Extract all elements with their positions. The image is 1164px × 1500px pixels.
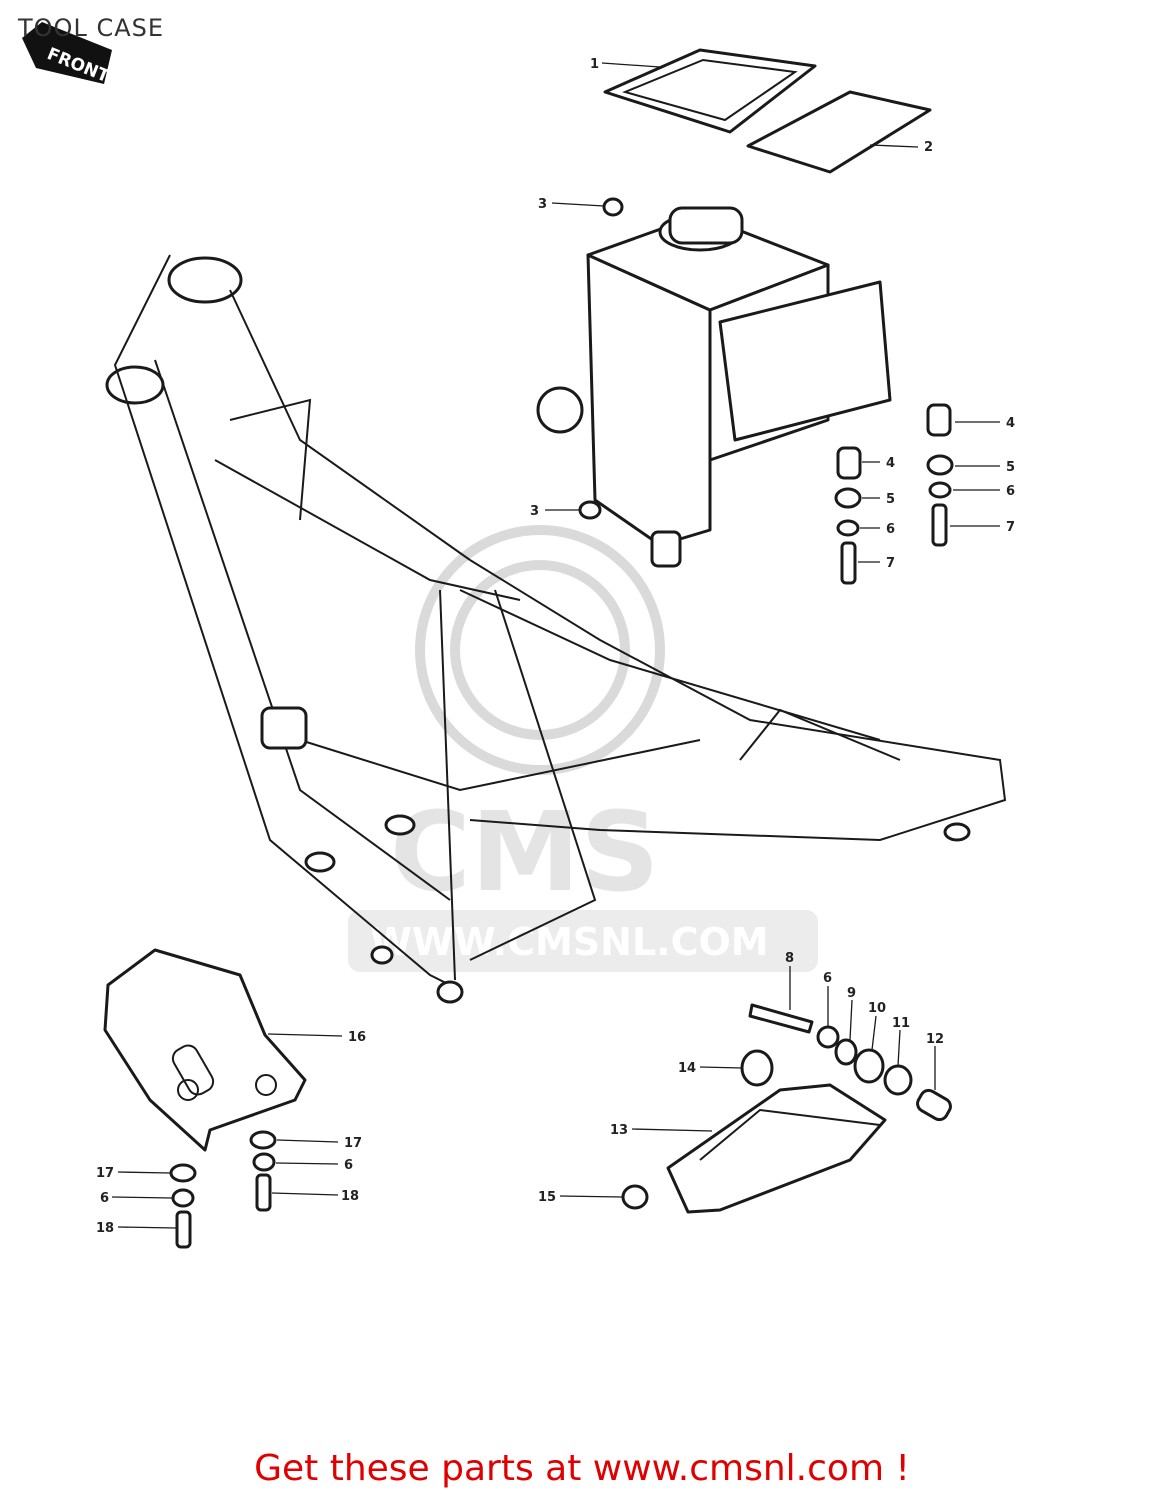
svg-text:4: 4 bbox=[886, 456, 895, 471]
callout-group: 1 2 3 3 4 5 6 7 4 5 6 7 8 6 9 10 11 12 1… bbox=[96, 57, 1015, 1236]
svg-text:1: 1 bbox=[590, 57, 599, 72]
svg-text:6: 6 bbox=[823, 971, 832, 986]
svg-text:6: 6 bbox=[344, 1158, 353, 1173]
svg-text:13: 13 bbox=[610, 1123, 628, 1138]
callout-17b: 17 bbox=[96, 1166, 171, 1181]
tool-case-pad bbox=[746, 90, 932, 174]
watermark: CMS WWW.CMSNL.COM bbox=[348, 525, 818, 972]
callout-7b: 7 bbox=[858, 556, 895, 571]
svg-text:7: 7 bbox=[886, 556, 895, 571]
callout-4b: 4 bbox=[862, 456, 895, 471]
callout-11: 11 bbox=[892, 1016, 910, 1067]
svg-text:16: 16 bbox=[348, 1030, 366, 1045]
callout-6e: 6 bbox=[100, 1191, 173, 1206]
callout-6a: 6 bbox=[953, 484, 1015, 499]
svg-text:8: 8 bbox=[785, 951, 794, 966]
callout-8: 8 bbox=[785, 951, 794, 1010]
tool-case-cover bbox=[666, 1083, 887, 1214]
svg-text:14: 14 bbox=[678, 1061, 696, 1076]
svg-text:6: 6 bbox=[886, 522, 895, 537]
callout-14: 14 bbox=[678, 1061, 743, 1076]
callout-5b: 5 bbox=[862, 492, 895, 507]
callout-7a: 7 bbox=[950, 520, 1015, 535]
callout-15: 15 bbox=[538, 1190, 623, 1205]
svg-text:7: 7 bbox=[1006, 520, 1015, 535]
watermark-url: WWW.CMSNL.COM bbox=[370, 920, 769, 964]
callout-12: 12 bbox=[926, 1032, 944, 1090]
callout-5a: 5 bbox=[955, 460, 1015, 475]
svg-text:2: 2 bbox=[924, 140, 933, 155]
page-title: TOOL CASE bbox=[18, 14, 165, 42]
tool-case-lid bbox=[603, 48, 817, 134]
svg-text:12: 12 bbox=[926, 1032, 944, 1047]
callout-2: 2 bbox=[869, 140, 933, 155]
callout-3a: 3 bbox=[538, 197, 605, 212]
callout-1: 1 bbox=[590, 57, 661, 72]
svg-text:6: 6 bbox=[1006, 484, 1015, 499]
svg-text:4: 4 bbox=[1006, 416, 1015, 431]
callout-4a: 4 bbox=[955, 416, 1015, 431]
svg-text:18: 18 bbox=[96, 1221, 114, 1236]
footer-cta-link[interactable]: Get these parts at www.cmsnl.com ! bbox=[254, 1448, 910, 1489]
callout-3b: 3 bbox=[530, 504, 580, 519]
callout-9: 9 bbox=[847, 986, 856, 1041]
svg-text:18: 18 bbox=[341, 1189, 359, 1204]
tool-case-bracket-plate bbox=[103, 948, 307, 1152]
svg-text:5: 5 bbox=[1006, 460, 1015, 475]
callout-17a: 17 bbox=[276, 1136, 362, 1151]
watermark-brand: CMS bbox=[390, 788, 659, 916]
svg-text:3: 3 bbox=[530, 504, 539, 519]
callout-10: 10 bbox=[868, 1001, 886, 1051]
svg-text:17: 17 bbox=[96, 1166, 114, 1181]
svg-text:3: 3 bbox=[538, 197, 547, 212]
svg-text:15: 15 bbox=[538, 1190, 556, 1205]
tool-case-body bbox=[536, 206, 892, 568]
callout-18a: 18 bbox=[271, 1189, 359, 1204]
svg-text:9: 9 bbox=[847, 986, 856, 1001]
hardware-parts bbox=[169, 197, 954, 1249]
svg-text:17: 17 bbox=[344, 1136, 362, 1151]
callout-6c: 6 bbox=[823, 971, 832, 1026]
callout-6b: 6 bbox=[860, 522, 895, 537]
motorcycle-frame bbox=[105, 254, 1007, 1004]
callout-6d: 6 bbox=[275, 1158, 353, 1173]
svg-text:5: 5 bbox=[886, 492, 895, 507]
svg-text:10: 10 bbox=[868, 1001, 886, 1016]
callout-13: 13 bbox=[610, 1123, 713, 1138]
svg-text:6: 6 bbox=[100, 1191, 109, 1206]
callout-18b: 18 bbox=[96, 1221, 177, 1236]
svg-text:11: 11 bbox=[892, 1016, 910, 1031]
callout-16: 16 bbox=[267, 1030, 366, 1045]
